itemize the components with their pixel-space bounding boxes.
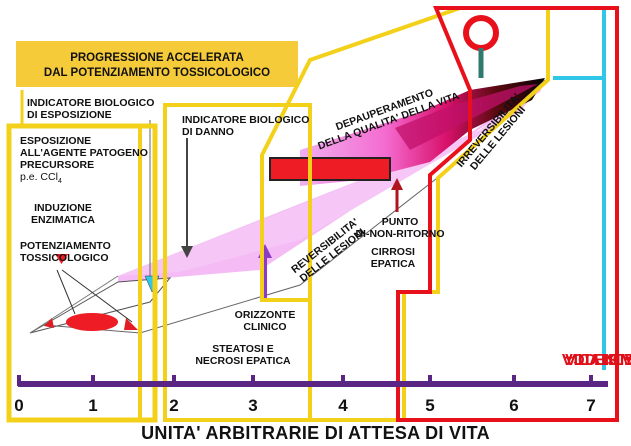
potentiation-line-1: POTENZIAMENTO <box>20 240 111 252</box>
no-return-line-1: PUNTO <box>381 216 419 228</box>
exposure-indicator-line-1: INDICATORE BIOLOGICO <box>27 97 155 109</box>
life-loss-label: PERDITA SECCA DI CREDITI DI ATTESA DI VI… <box>506 128 631 368</box>
tick-label-1: 1 <box>88 396 98 415</box>
damage-indicator-arrow-icon <box>181 246 193 258</box>
damage-indicator-line-1: INDICATORE BIOLOGICO <box>182 114 310 126</box>
lollipop-pin-icon <box>463 15 499 78</box>
damage-indicator-label: INDICATORE BIOLOGICO DI DANNO <box>182 114 309 138</box>
red-bar <box>269 157 391 181</box>
x-axis <box>17 375 608 387</box>
tick-label-7: 7 <box>586 396 596 415</box>
tick-label-5: 5 <box>425 396 435 415</box>
axis-title: UNITA' ARBITRARIE DI ATTESA DI VITA <box>141 423 490 443</box>
potentiation-line-2: TOSSICOLOGICO <box>20 252 109 264</box>
potentiation-pointer-2 <box>61 269 133 323</box>
clinical-horizon-line-2: CLINICO <box>243 321 287 333</box>
clinical-horizon-label: ORIZZONTE CLINICO <box>220 309 310 333</box>
exposure-prism <box>29 277 172 334</box>
steatosis-line-2: NECROSI EPATICA <box>195 355 291 367</box>
exposure-label: ESPOSIZIONE ALL'AGENTE PATOGENO PRECURSO… <box>20 135 148 188</box>
induction-line-2: ENZIMATICA <box>31 214 95 226</box>
banner-title: PROGRESSIONE ACCELERATA DAL POTENZIAMENT… <box>16 51 298 81</box>
potentiation-label: POTENZIAMENTO TOSSICOLOGICO <box>20 240 111 264</box>
life-loss-line-3: ATTESA DI VITA <box>564 350 631 367</box>
clinical-horizon-line-1: ORIZZONTE <box>234 309 296 321</box>
left-marker-icon <box>44 318 54 328</box>
no-return-arrow-icon <box>391 178 403 190</box>
induction-ellipse <box>66 313 118 331</box>
no-return-line-2: DI-NON-RITORNO <box>355 228 445 240</box>
exposure-line-2: ALL'AGENTE PATOGENO <box>20 147 148 159</box>
exposure-compound-subscript: 4 <box>57 178 62 186</box>
cirrhosis-label: CIRROSI EPATICA <box>358 246 428 270</box>
tick-label-3: 3 <box>248 396 258 415</box>
exposure-indicator-label: INDICATORE BIOLOGICO DI ESPOSIZIONE <box>27 97 154 121</box>
exposure-box <box>6 123 158 423</box>
right-marker-icon <box>124 318 138 330</box>
steatosis-line-1: STEATOSI E <box>212 343 274 355</box>
no-return-label: PUNTO DI-NON-RITORNO <box>352 216 448 240</box>
exposure-line-1: ESPOSIZIONE <box>20 135 92 147</box>
banner-line-1: PROGRESSIONE ACCELERATA <box>70 52 244 64</box>
cirrhosis-line-2: EPATICA <box>370 258 416 270</box>
tick-label-2: 2 <box>169 396 179 415</box>
damage-indicator-line-2: DI DANNO <box>182 126 234 138</box>
potentiation-pointer-1 <box>56 269 76 315</box>
exposure-line-4: p.e. CCl4 <box>20 171 148 188</box>
induction-line-1: INDUZIONE <box>34 202 92 214</box>
exposure-compound: p.e. CCl <box>20 171 58 183</box>
exposure-indicator-line-2: DI ESPOSIZIONE <box>27 109 112 121</box>
cirrhosis-line-1: CIRROSI <box>371 246 415 258</box>
induction-label: INDUZIONE ENZIMATICA <box>28 202 98 226</box>
banner-box <box>16 41 298 87</box>
tick-label-0: 0 <box>14 396 24 415</box>
tick-label-6: 6 <box>509 396 519 415</box>
life-loss-region <box>396 6 619 422</box>
induction-arrow-icon <box>55 254 68 264</box>
quality-degradation-core <box>395 84 538 150</box>
prism-guideline <box>29 275 119 334</box>
damage-indicator-box <box>163 103 312 422</box>
tick-label-4: 4 <box>338 396 348 415</box>
steatosis-label: STEATOSI E NECROSI EPATICA <box>183 343 303 367</box>
exposure-line-3: PRECURSORE <box>20 159 95 171</box>
banner-line-2: DAL POTENZIAMENTO TOSSICOLOGICO <box>43 67 271 79</box>
